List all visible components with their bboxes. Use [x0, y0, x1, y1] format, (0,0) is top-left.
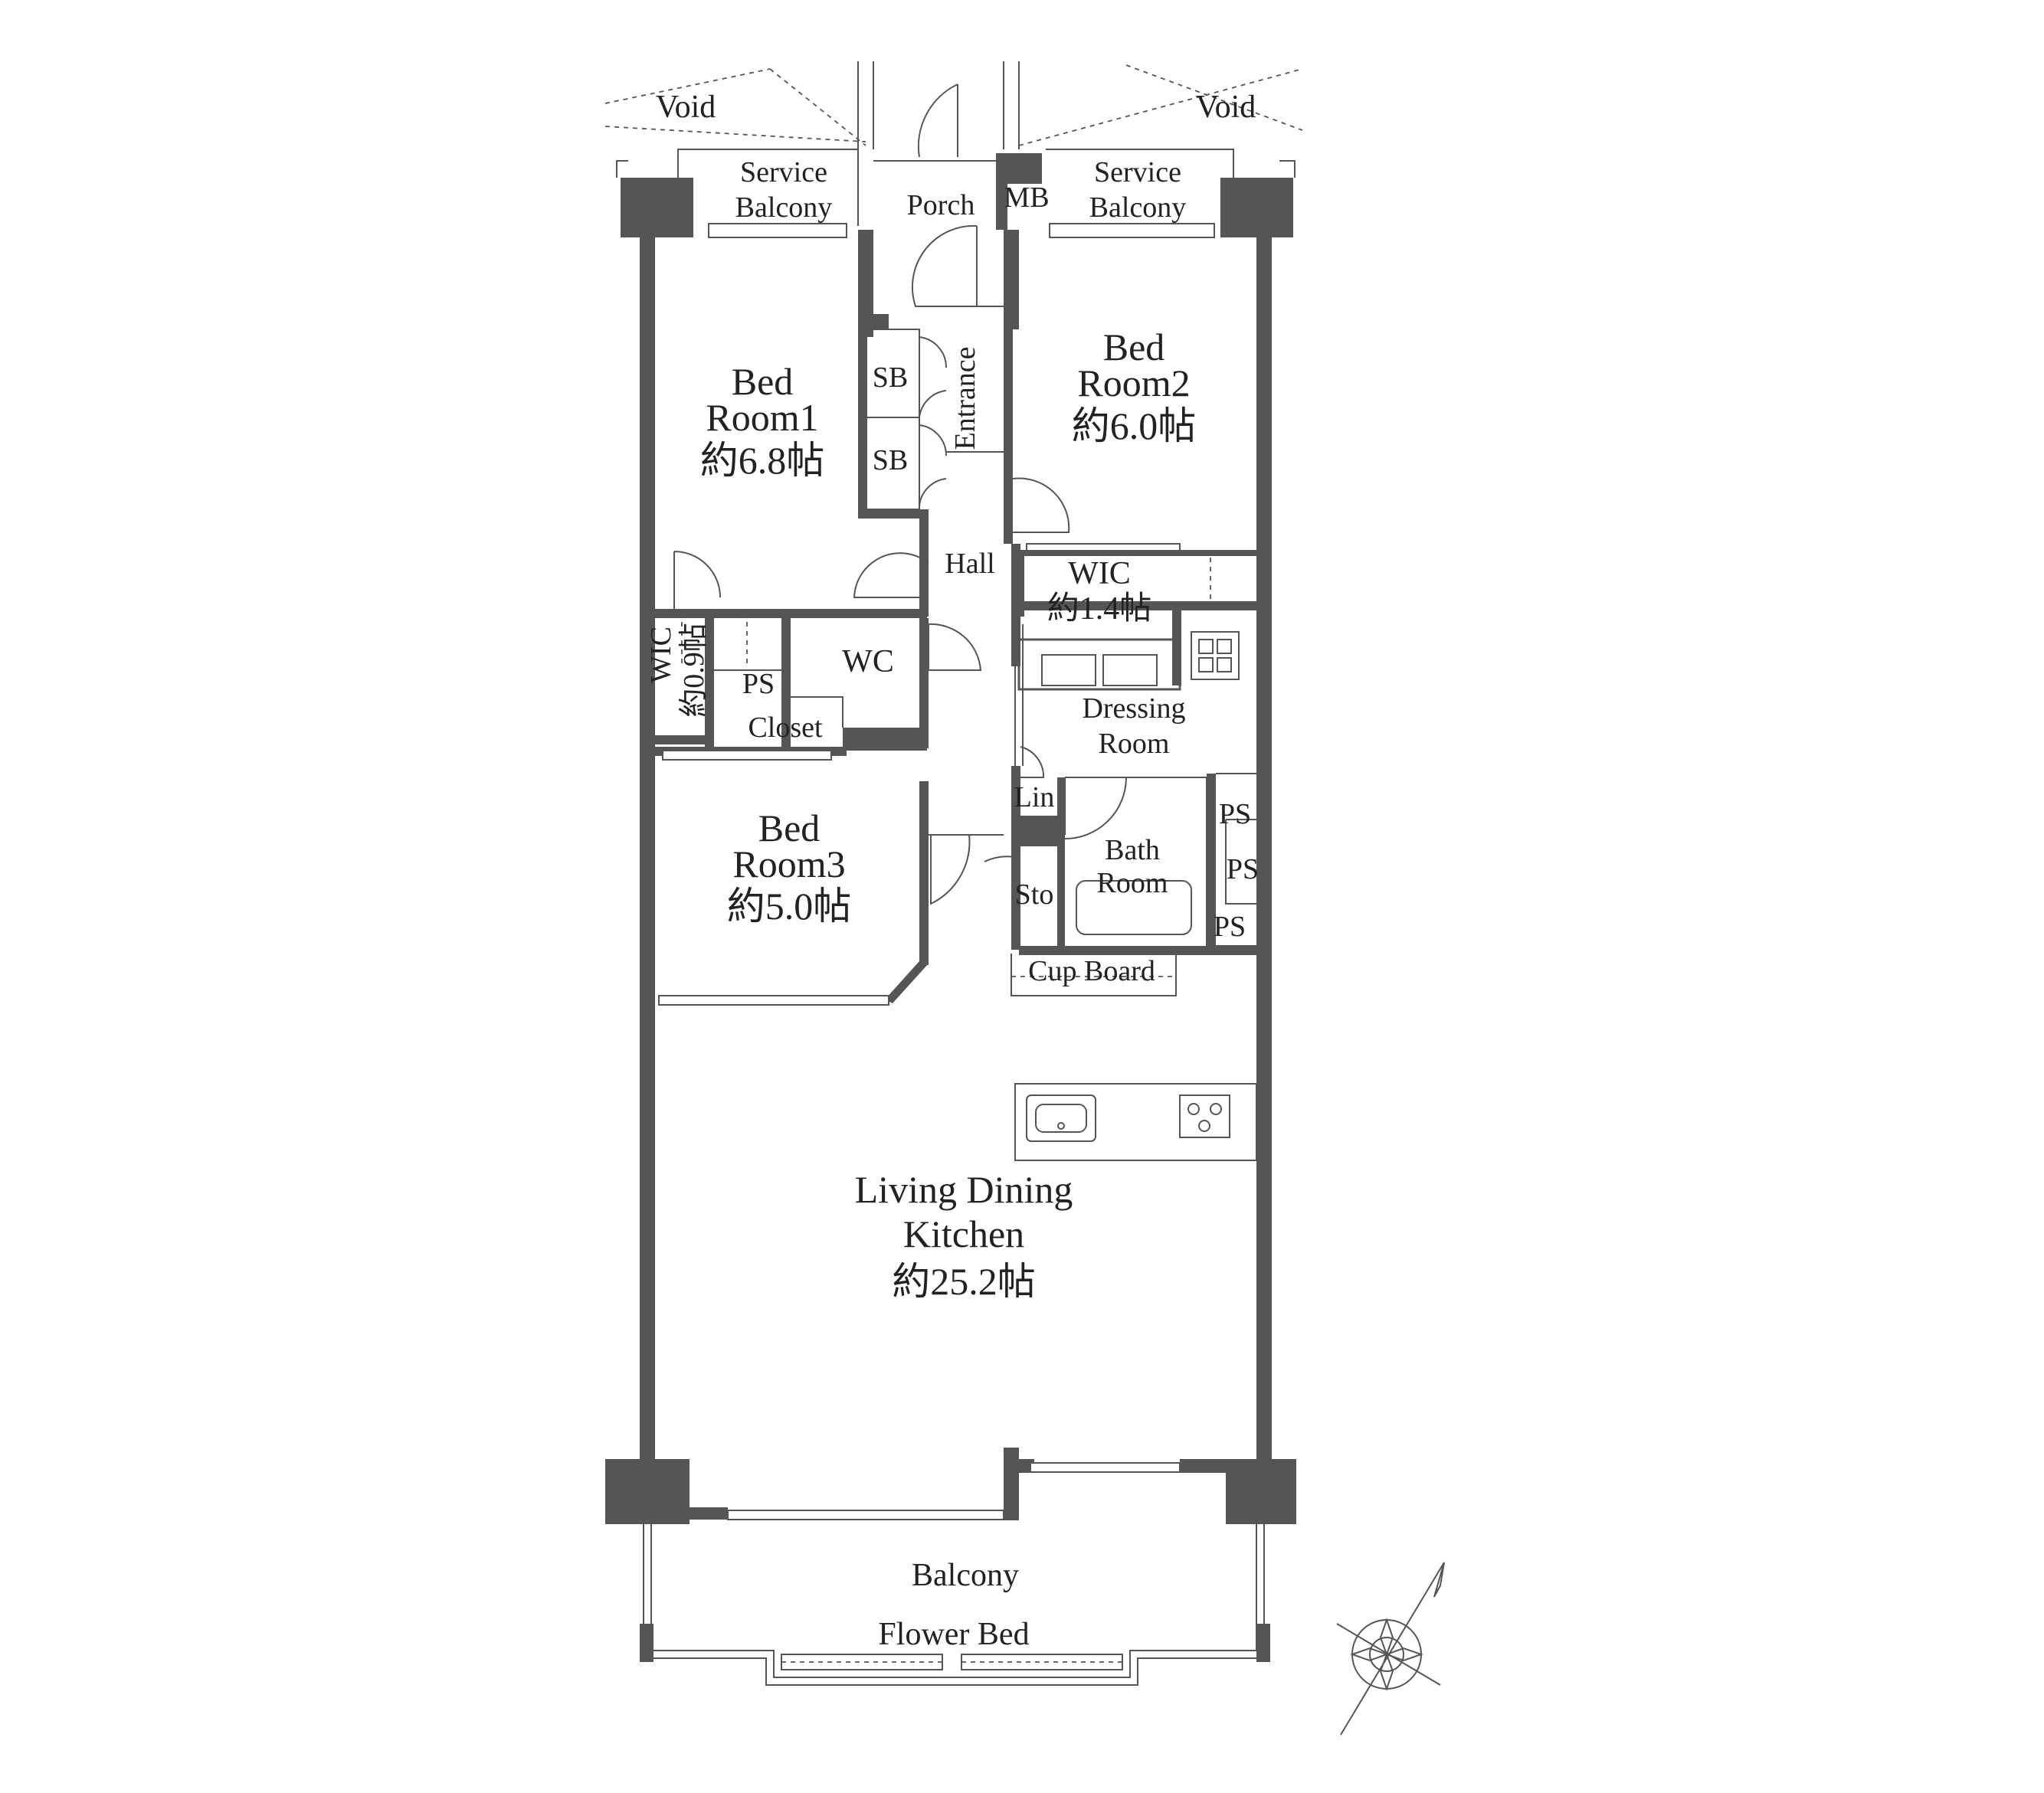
service-balcony-right-line1: Service [1094, 156, 1181, 188]
wic-large-line1: WIC [1068, 556, 1131, 591]
balcony-area [640, 1462, 1270, 1686]
bedroom2-area: 約6.0帖 [1072, 404, 1197, 447]
ldk-line2: Kitchen [903, 1212, 1024, 1255]
compass-rose-icon [1336, 1562, 1445, 1736]
exterior-walls [605, 178, 1296, 1524]
shoe-box-upper-label: SB [873, 362, 908, 394]
void-right-area [1018, 64, 1303, 146]
wic-large-area: 約1.4帖 [1047, 591, 1152, 627]
wic-small-area: 約0.9帖 [678, 623, 710, 718]
porch-block [857, 61, 1042, 337]
bedroom2-line1: Bed [1103, 326, 1165, 368]
flower-bed-label: Flower Bed [878, 1617, 1029, 1652]
stove-icon [1179, 1094, 1230, 1138]
ps-right-1-label: PS [1219, 798, 1251, 830]
void-left-label: Void [656, 90, 716, 125]
dressing-room-line2: Room [1099, 728, 1170, 760]
dressing-room-line1: Dressing [1082, 692, 1185, 725]
service-balcony-left-line1: Service [740, 156, 827, 188]
service-balcony-left-line2: Balcony [735, 191, 833, 224]
void-left-area [604, 68, 866, 146]
ldk-area: 約25.2帖 [892, 1260, 1036, 1303]
hall-label: Hall [945, 548, 994, 580]
bath-room-line1: Bath [1105, 834, 1160, 866]
bedroom2-line2: Room2 [1077, 362, 1190, 404]
bedroom1-line2: Room1 [706, 396, 818, 439]
porch-label: Porch [907, 189, 975, 221]
bedroom1-line1: Bed [732, 360, 794, 403]
void-right-label: Void [1196, 90, 1256, 125]
wic-small-line1: WIC [645, 627, 677, 683]
room-labels: Void Void Service Balcony Service Balcon… [645, 90, 1259, 1652]
entrance-label: Entrance [949, 346, 981, 450]
service-balconies [616, 149, 1296, 238]
bath-room-line2: Room [1097, 867, 1168, 899]
bedroom1-area: 約6.8帖 [700, 439, 825, 482]
interior-walls [655, 329, 1260, 1006]
ps-left-label: PS [742, 668, 775, 700]
linen-label: Lin [1014, 781, 1055, 813]
ldk-line1: Living Dining [855, 1168, 1073, 1211]
bedroom3-line1: Bed [758, 807, 821, 849]
ps-right-3-label: PS [1214, 911, 1246, 943]
wc-label: WC [842, 644, 894, 679]
sink-icon [1026, 1094, 1096, 1142]
storage-label: Sto [1015, 879, 1054, 911]
ps-right-2-label: PS [1227, 853, 1259, 885]
kitchen-counter [1014, 1083, 1257, 1161]
balcony-label: Balcony [912, 1558, 1019, 1593]
washer-icon [1191, 631, 1240, 680]
cup-board-label: Cup Board [1028, 955, 1155, 987]
bedroom3-line2: Room3 [732, 843, 845, 885]
shoe-box-lower-label: SB [873, 444, 908, 476]
service-balcony-right-line2: Balcony [1089, 191, 1187, 224]
mb-label: MB [1004, 182, 1049, 214]
closet-label: Closet [748, 712, 823, 744]
bedroom3-area: 約5.0帖 [727, 885, 852, 928]
